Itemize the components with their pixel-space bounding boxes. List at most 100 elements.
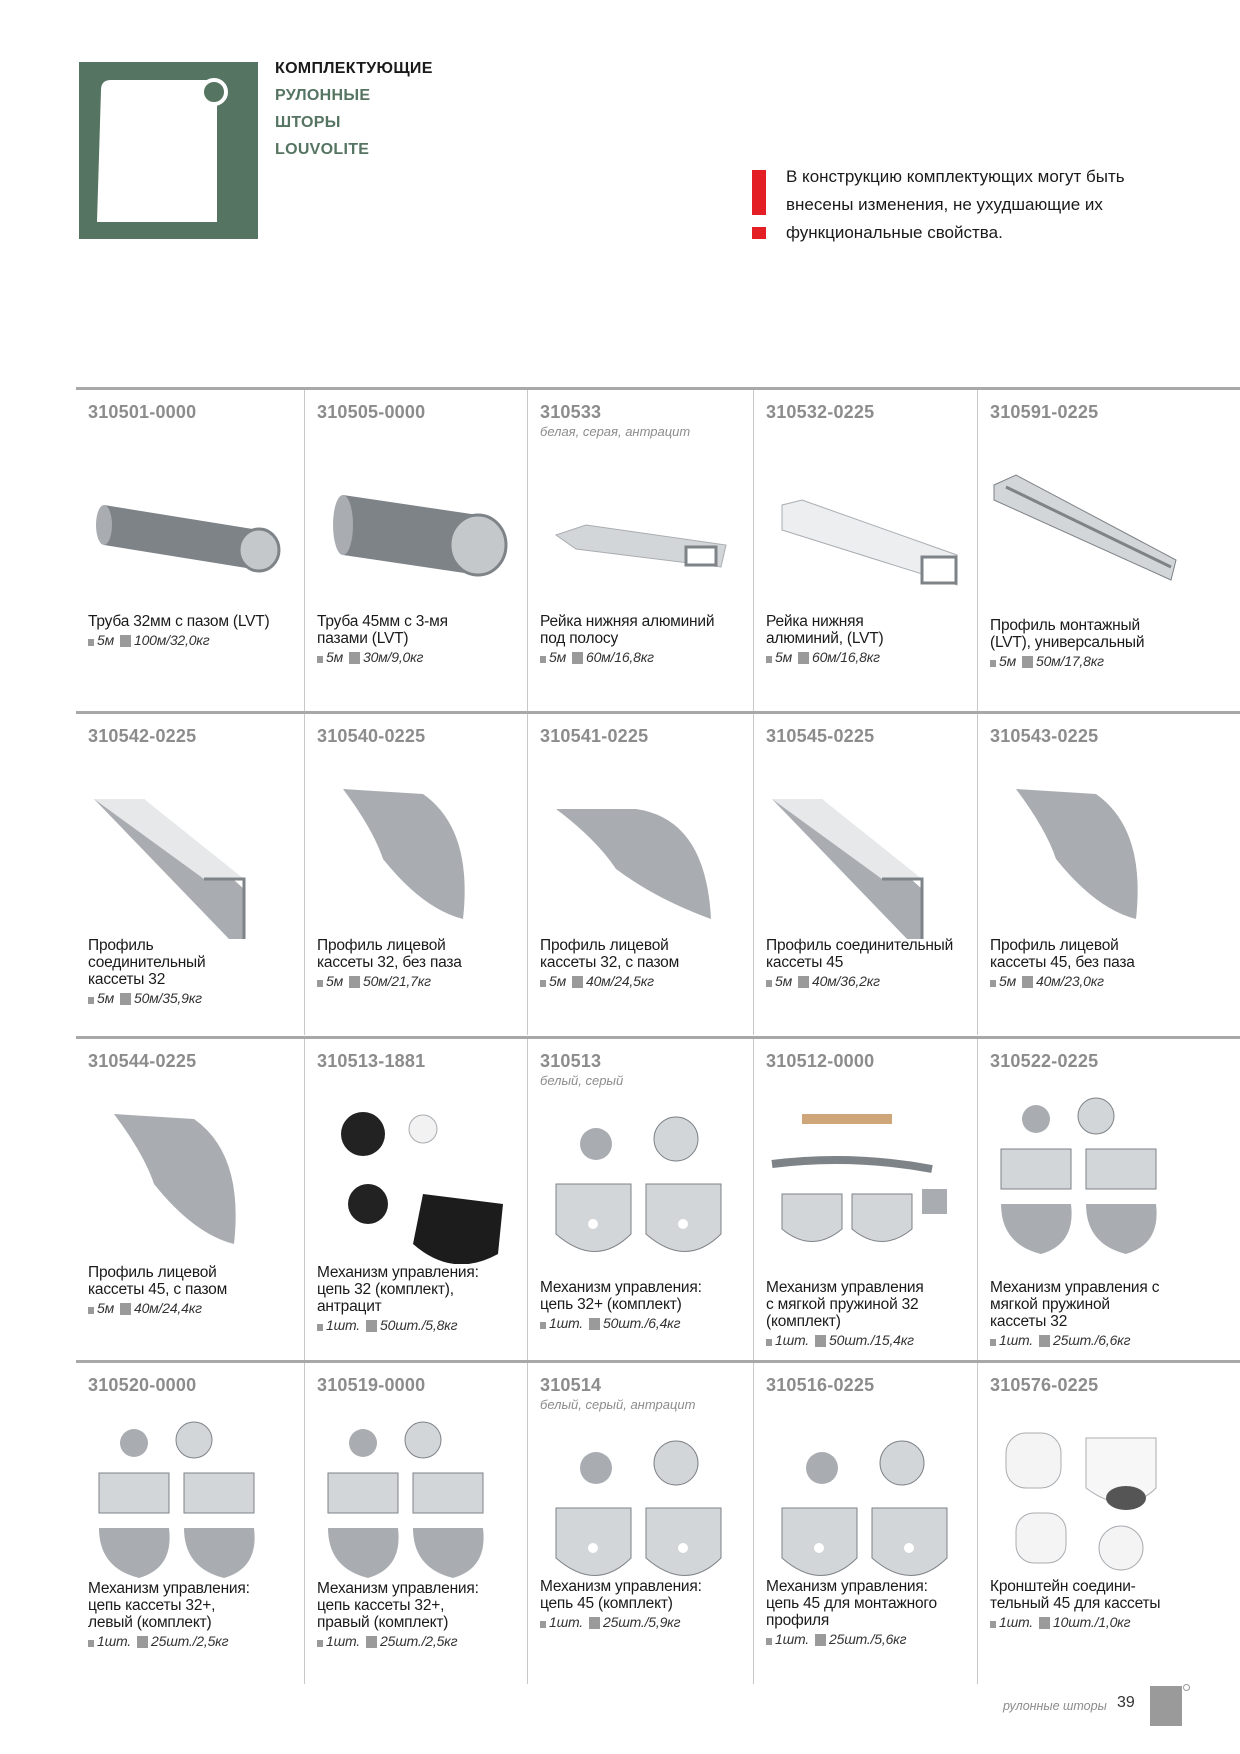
row-divider xyxy=(76,711,1240,714)
unit-length: 1шт. xyxy=(775,1332,810,1348)
description-line: Профиль соединительный xyxy=(766,937,954,954)
product-code: 310512-0000 xyxy=(766,1051,875,1071)
description-line: цепь кассеты 32+, xyxy=(88,1597,216,1614)
description-line: кассеты 32, без паза xyxy=(317,954,462,971)
pack-info: 50шт./15,4кг xyxy=(829,1332,914,1348)
pack-info: 50м/17,8кг xyxy=(1035,653,1104,669)
roller-blind-icon xyxy=(97,78,228,222)
unit-length: 1шт. xyxy=(549,1614,584,1630)
mechanism-dark-image xyxy=(341,1112,503,1264)
description-line: Кронштейн соедини- xyxy=(990,1578,1136,1595)
unit-length: 5м xyxy=(97,632,114,648)
pack-info: 50м/35,9кг xyxy=(133,990,202,1006)
description-line: антрацит xyxy=(317,1298,382,1315)
tube-big-image xyxy=(333,495,508,577)
description-line: цепь 45 (комплект) xyxy=(540,1595,673,1612)
product-code: 310540-0225 xyxy=(317,726,426,746)
pack-info: 40м/36,2кг xyxy=(811,973,880,989)
description-line: соединительный xyxy=(88,954,206,971)
description-line: мягкой пружиной xyxy=(990,1296,1110,1313)
description-line: Профиль xyxy=(88,937,154,954)
pack-square-icon xyxy=(119,1302,131,1315)
pack-info: 60м/16,8кг xyxy=(585,649,654,665)
pack-info: 40м/23,0кг xyxy=(1035,973,1104,989)
description-line: Профиль лицевой xyxy=(540,937,669,954)
description-line: под полосу xyxy=(540,630,619,647)
pack-square-icon xyxy=(1039,1334,1051,1347)
pack-square-icon xyxy=(348,651,360,664)
product-code: 310501-0000 xyxy=(88,402,197,422)
product-code: 310505-0000 xyxy=(317,402,426,422)
cassette-mechanism-image xyxy=(327,1421,484,1578)
product-colors: белый, серый, антрацит xyxy=(540,1397,696,1412)
pack-info: 50м/21,7кг xyxy=(362,973,431,989)
product-packaging: 5м 40м/36,2кг xyxy=(766,973,976,990)
unit-square-icon xyxy=(88,639,94,646)
product-code: 310516-0225 xyxy=(766,1375,875,1395)
description-line: цепь 32+ (комплект) xyxy=(540,1296,682,1313)
pack-square-icon xyxy=(797,975,809,988)
product-code: 310543-0225 xyxy=(990,726,1099,746)
description-line: цепь кассеты 32+, xyxy=(317,1597,445,1614)
pack-info: 25шт./5,9кг xyxy=(603,1614,681,1630)
unit-square-icon xyxy=(766,656,772,663)
description-line: Механизм управления: xyxy=(317,1264,479,1281)
description-line: Механизм управления: xyxy=(766,1578,928,1595)
row-divider xyxy=(76,1036,1240,1039)
pack-square-icon xyxy=(815,1334,827,1347)
product-code: 310513-1881 xyxy=(317,1051,426,1071)
pack-square-icon xyxy=(815,1633,827,1646)
pack-square-icon xyxy=(119,634,131,647)
notice-line: функциональные свойства. xyxy=(786,223,1003,242)
page-tab xyxy=(1150,1686,1182,1726)
unit-length: 1шт. xyxy=(326,1633,361,1649)
mechanism-image xyxy=(781,1440,948,1576)
bottom-rail-image xyxy=(554,524,727,568)
description-line: кассеты 32, с пазом xyxy=(540,954,680,971)
description-line: цепь 45 для монтажного xyxy=(766,1595,937,1612)
unit-square-icon xyxy=(990,1339,996,1346)
description-line: Труба 45мм с 3-мя xyxy=(317,613,448,630)
product-description: Механизм управления:цепь 45 (комплект)1ш… xyxy=(540,1578,750,1631)
description-line: кассеты 45 xyxy=(766,954,844,971)
unit-square-icon xyxy=(317,1324,323,1331)
row-divider xyxy=(76,387,1240,390)
unit-square-icon xyxy=(317,1640,323,1647)
notice-line: В конструкцию комплектующих могут быть xyxy=(786,167,1125,186)
product-code: 310591-0225 xyxy=(990,402,1099,422)
notice-marker-bar xyxy=(752,170,766,215)
unit-length: 5м xyxy=(775,973,792,989)
description-line: пазами (LVT) xyxy=(317,630,409,647)
page-tab-dot xyxy=(1183,1684,1190,1691)
pack-info: 25шт./2,5кг xyxy=(151,1633,229,1649)
unit-length: 1шт. xyxy=(775,1631,810,1647)
description-line: кассеты 32 xyxy=(88,971,166,988)
product-description: Механизм управления:цепь 32 (комплект),а… xyxy=(317,1264,527,1334)
pack-info: 25шт./6,6кг xyxy=(1053,1332,1131,1348)
footer-section: рулонные шторы xyxy=(1003,1699,1107,1713)
cassette-image xyxy=(114,1114,236,1244)
description-line: профиля xyxy=(766,1612,830,1629)
unit-length: 5м xyxy=(97,1300,114,1316)
pack-square-icon xyxy=(589,1616,601,1629)
title-line-1: КОМПЛЕКТУЮЩИЕ xyxy=(275,60,433,77)
title-line-2: РУЛОННЫЕ xyxy=(275,87,371,104)
pack-info: 25шт./5,6кг xyxy=(829,1631,907,1647)
unit-length: 1шт. xyxy=(97,1633,132,1649)
